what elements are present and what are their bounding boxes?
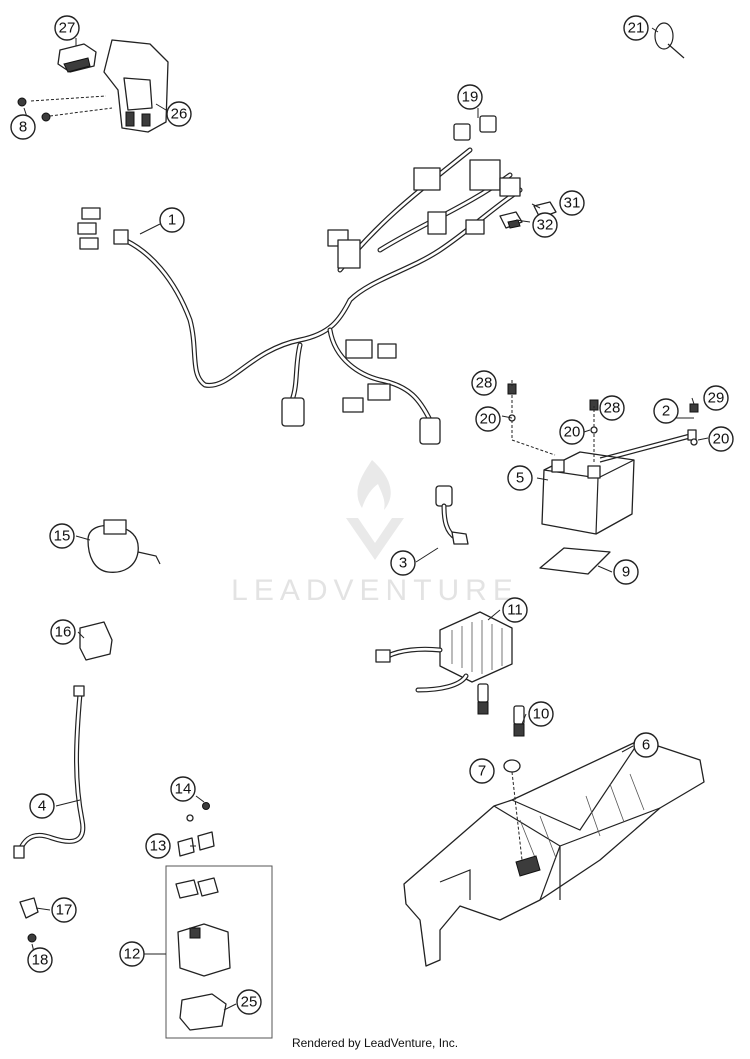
svg-text:28: 28	[604, 400, 621, 417]
svg-text:17: 17	[56, 902, 73, 919]
starter-relay-assembly	[144, 865, 273, 1039]
relay-group-frame	[165, 865, 273, 1039]
svg-text:11: 11	[507, 602, 523, 619]
svg-text:28: 28	[476, 375, 493, 392]
svg-text:31: 31	[564, 195, 581, 212]
watermark: LEADVENTURE	[231, 460, 519, 607]
ground-cable-part	[13, 685, 86, 859]
svg-text:5: 5	[516, 470, 524, 487]
svg-text:27: 27	[59, 20, 76, 37]
footer-credit: Rendered by LeadVenture, Inc.	[291, 1036, 459, 1050]
connector-31-32-parts	[499, 201, 557, 229]
callout-20-right: 20	[708, 426, 734, 452]
callout-20-middle: 20	[559, 419, 585, 445]
svg-text:12: 12	[124, 946, 141, 963]
svg-text:7: 7	[478, 763, 486, 780]
callout-28-right: 28	[599, 395, 625, 421]
callout-6: 6	[633, 732, 659, 758]
watermark-text: LEADVENTURE	[231, 574, 519, 607]
watermark-flame-icon	[357, 460, 391, 510]
callout-13: 13	[145, 833, 171, 859]
cable-3-part	[435, 485, 469, 545]
callout-9: 9	[613, 559, 639, 585]
fuse-holder-10-parts	[477, 683, 525, 737]
svg-text:26: 26	[171, 106, 188, 123]
svg-text:1: 1	[168, 212, 176, 229]
svg-text:20: 20	[564, 424, 581, 441]
callout-29: 29	[703, 385, 729, 411]
callout-18: 18	[27, 947, 53, 973]
svg-text:18: 18	[32, 952, 49, 969]
svg-text:20: 20	[713, 431, 730, 448]
callout-25: 25	[236, 989, 262, 1015]
svg-text:32: 32	[537, 217, 554, 234]
connector-19-parts	[453, 115, 497, 141]
connector-16-part	[79, 621, 113, 661]
callout-27: 27	[54, 15, 80, 41]
callout-4: 4	[29, 793, 55, 819]
svg-text:2: 2	[662, 403, 670, 420]
watermark-v-icon	[346, 518, 404, 560]
callout-20-left: 20	[475, 406, 501, 432]
grommet-part	[503, 759, 523, 861]
callout-15: 15	[49, 523, 75, 549]
svg-text:16: 16	[55, 624, 72, 641]
svg-text:20: 20	[480, 411, 497, 428]
callout-11: 11	[502, 597, 528, 623]
svg-text:6: 6	[642, 737, 650, 754]
svg-text:14: 14	[175, 781, 192, 798]
svg-text:10: 10	[533, 706, 550, 723]
callout-3: 3	[390, 550, 416, 576]
svg-text:9: 9	[622, 564, 630, 581]
svg-text:25: 25	[241, 994, 258, 1011]
cable-tie-part	[654, 22, 685, 59]
callout-28-left: 28	[471, 370, 497, 396]
callout-19: 19	[457, 84, 483, 110]
callout-21: 21	[623, 15, 649, 41]
callout-32: 32	[532, 212, 558, 238]
callout-17: 17	[51, 897, 77, 923]
battery-pad-part	[539, 547, 611, 575]
callout-7: 7	[469, 758, 495, 784]
main-wiring-harness	[77, 147, 523, 445]
callout-10: 10	[528, 701, 554, 727]
callout-1: 1	[159, 207, 185, 233]
callout-31: 31	[559, 190, 585, 216]
callout-5: 5	[507, 465, 533, 491]
callout-14: 14	[170, 776, 196, 802]
voltage-regulator-part	[375, 611, 513, 693]
relay-15-part	[87, 519, 161, 573]
svg-text:8: 8	[19, 119, 27, 136]
callout-12: 12	[119, 941, 145, 967]
battery-box-part	[403, 739, 705, 967]
callout-16: 16	[50, 619, 76, 645]
svg-text:13: 13	[150, 838, 167, 855]
svg-text:29: 29	[708, 390, 725, 407]
fuse-box-assembly	[17, 39, 169, 133]
callout-2: 2	[653, 398, 679, 424]
part-17-18	[19, 897, 39, 943]
svg-text:21: 21	[628, 20, 645, 37]
callout-26: 26	[166, 101, 192, 127]
svg-text:19: 19	[462, 89, 479, 106]
leader-lines	[23, 27, 709, 1011]
callout-8: 8	[10, 114, 36, 140]
svg-text:4: 4	[38, 798, 46, 815]
svg-text:15: 15	[54, 528, 71, 545]
part-13-14	[177, 802, 215, 857]
battery-assembly	[507, 380, 699, 535]
svg-text:3: 3	[399, 555, 407, 572]
